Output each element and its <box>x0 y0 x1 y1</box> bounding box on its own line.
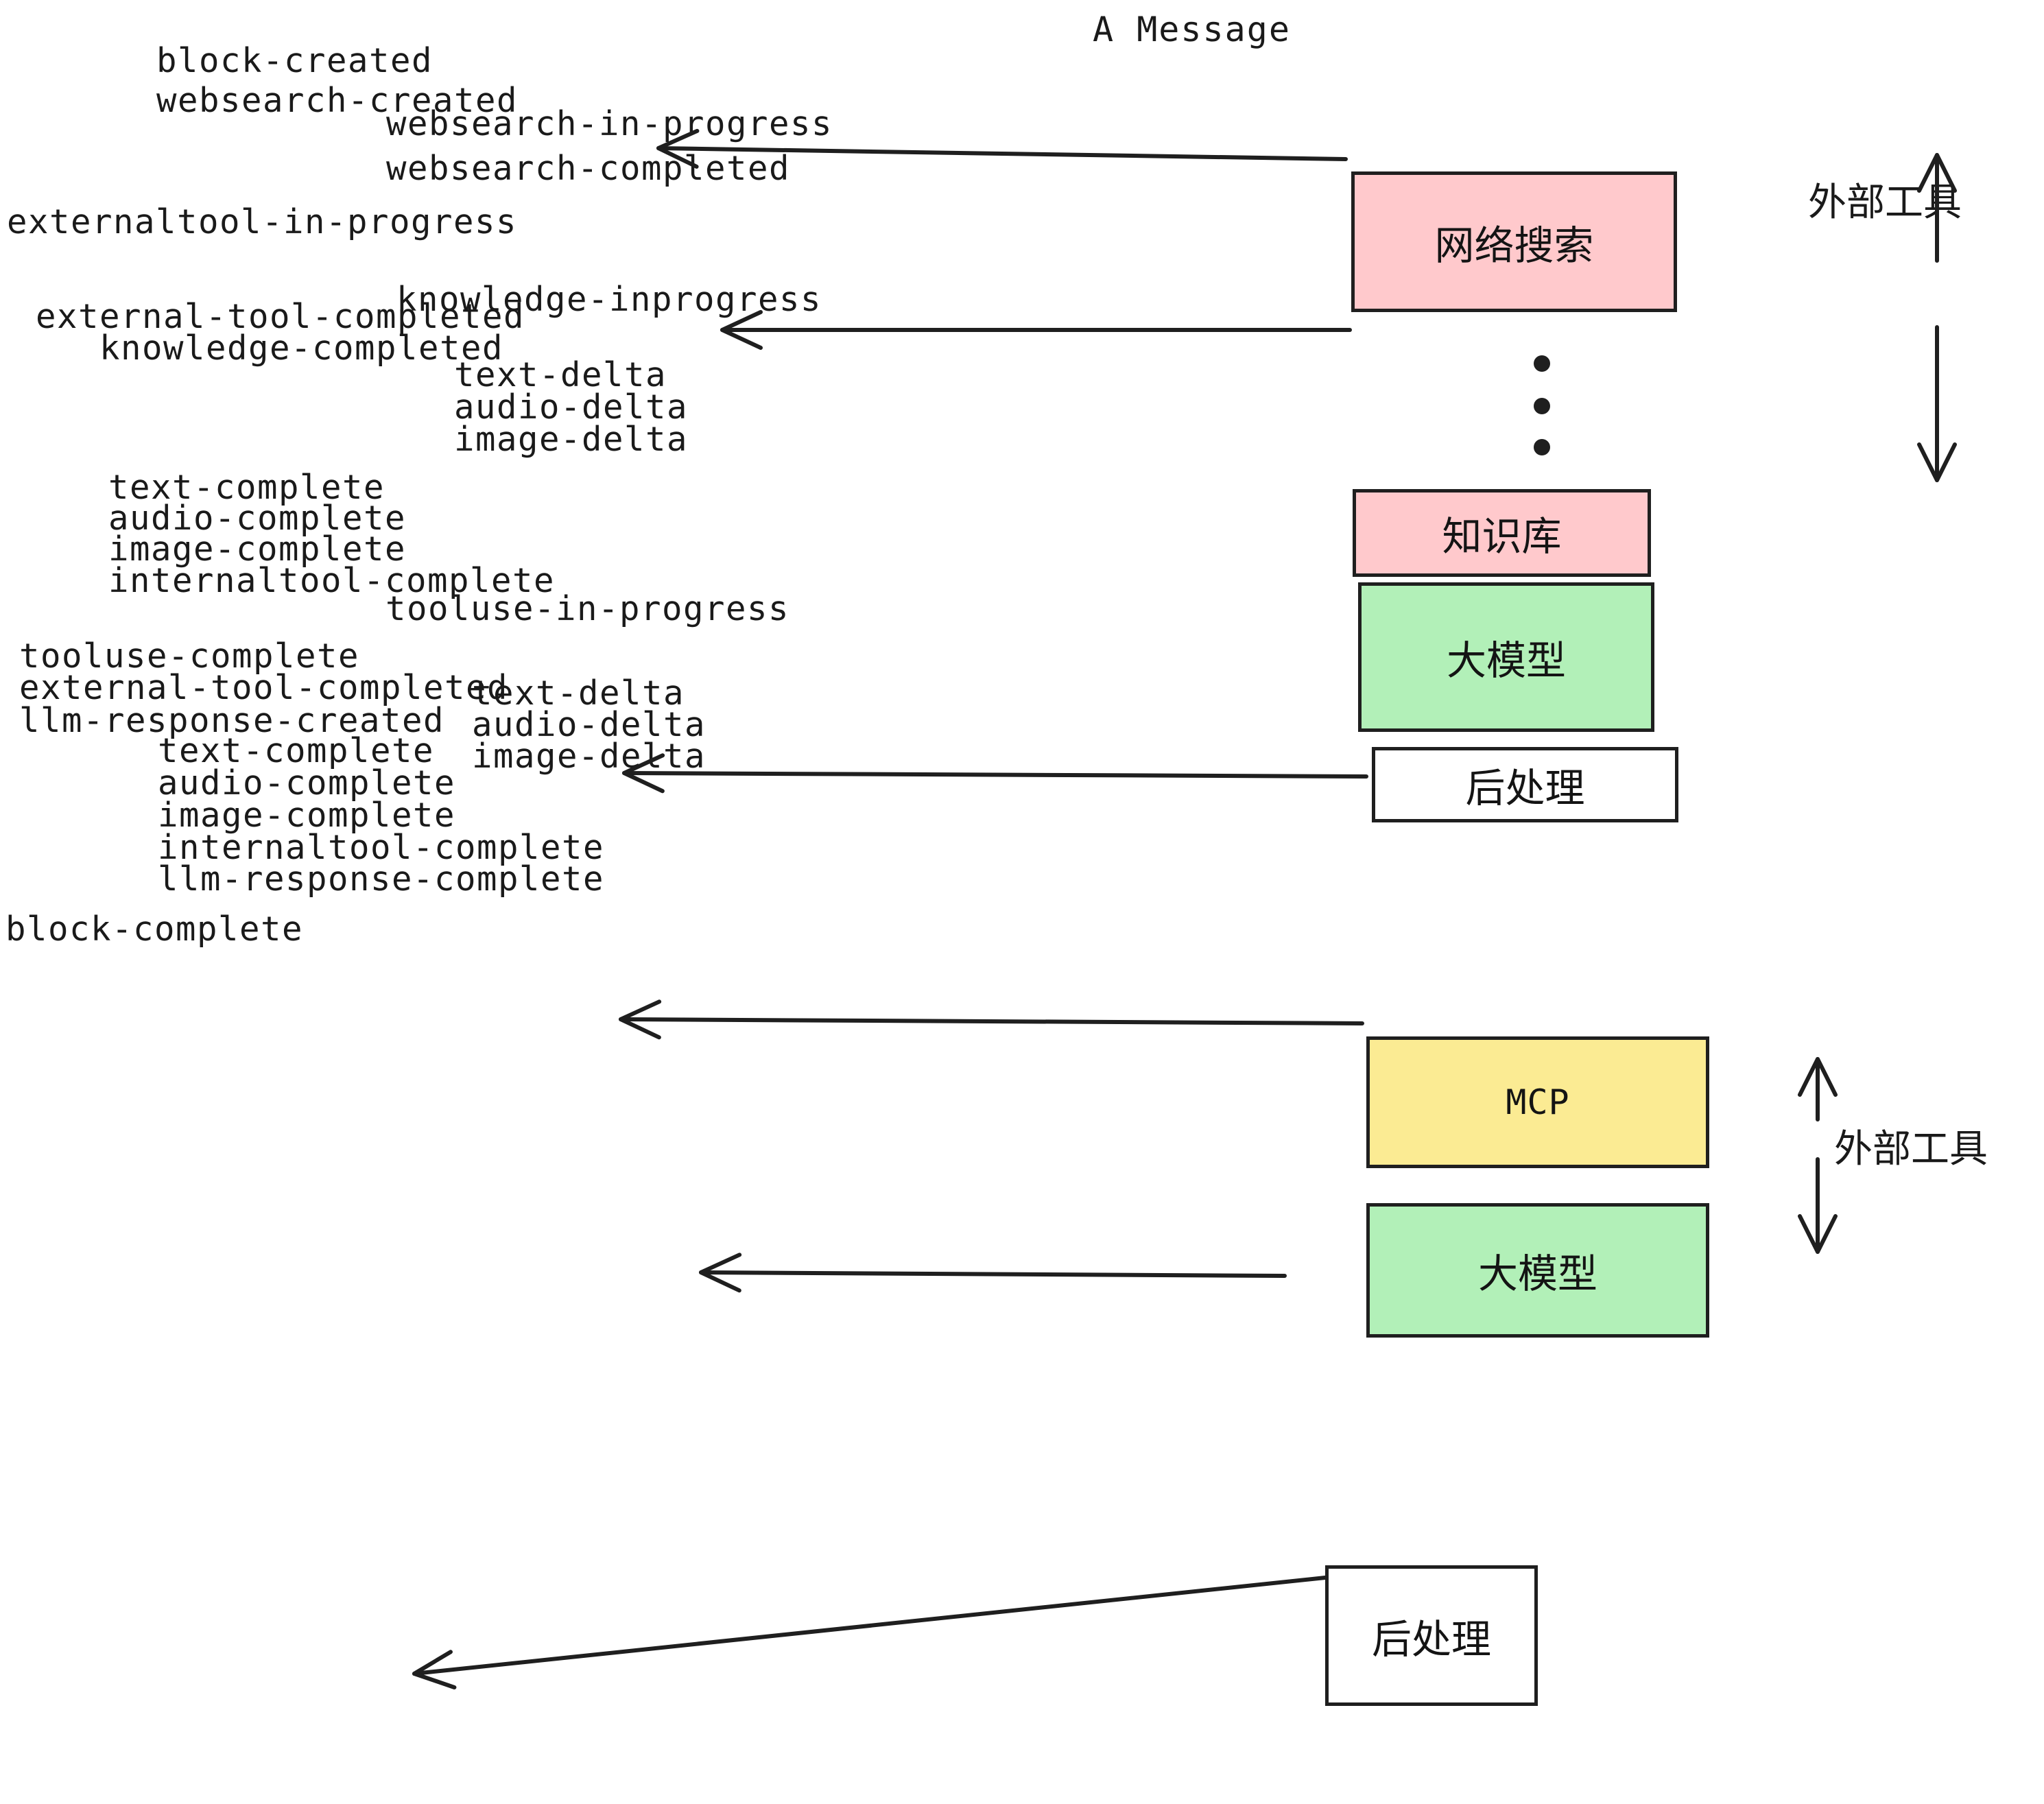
node-box-mcp[interactable]: MCP <box>1366 1036 1709 1168</box>
external-tool-arrow-down-2-head <box>1798 1214 1838 1254</box>
node-label-websearch: 网络搜索 <box>1434 222 1594 269</box>
arrow-mcp-to-tooluse-complete-line <box>619 1017 1364 1025</box>
event-label-knowledge-completed: knowledge-completed <box>99 329 504 368</box>
arrow-llm2-to-audio-complete-head <box>699 1253 742 1293</box>
arrow-postprocess-to-image-complete-line <box>622 771 1368 779</box>
event-label-audio-complete-2: audio-complete <box>158 763 456 803</box>
event-label-audio-delta-1: audio-delta <box>454 388 689 427</box>
arrow-postprocess2-to-block-complete-line <box>412 1576 1327 1676</box>
event-label-tooluse-in-progress: tooluse-in-progress <box>385 589 790 628</box>
node-box-postprocess-2[interactable]: 后处理 <box>1325 1565 1538 1706</box>
event-label-internaltool-complete-1: internaltool-complete <box>108 561 556 600</box>
event-label-llm-response-complete: llm-response-complete <box>158 859 605 899</box>
event-label-block-created: block-created <box>156 41 433 80</box>
event-label-text-delta-1: text-delta <box>454 355 667 394</box>
side-label-external-tool-lower: 外部工具 <box>1834 1127 1988 1172</box>
node-label-mcp: MCP <box>1506 1082 1570 1122</box>
event-label-image-delta-1: image-delta <box>454 420 689 459</box>
event-label-tooluse-complete: tooluse-complete <box>19 637 360 676</box>
node-label-llm-2: 大模型 <box>1477 1250 1597 1297</box>
external-tool-arrow-down-1-head <box>1917 442 1957 482</box>
node-box-websearch[interactable]: 网络搜索 <box>1351 171 1677 312</box>
event-label-websearch-in-progress: websearch-in-progress <box>386 104 833 143</box>
node-label-llm-1: 大模型 <box>1446 637 1566 684</box>
ellipsis-dot-3 <box>1534 439 1550 455</box>
node-box-llm-1[interactable]: 大模型 <box>1358 582 1654 732</box>
event-label-text-complete-2: text-complete <box>158 731 435 770</box>
event-label-internaltool-complete-2: internaltool-complete <box>158 828 605 867</box>
event-label-externaltool-in-progress: externaltool-in-progress <box>7 202 518 241</box>
event-label-text-complete-1: text-complete <box>108 468 385 507</box>
node-box-llm-2[interactable]: 大模型 <box>1366 1203 1709 1338</box>
node-box-postprocess-1[interactable]: 后处理 <box>1372 747 1678 822</box>
event-label-audio-complete-1: audio-complete <box>108 499 407 538</box>
ellipsis-dot-2 <box>1534 398 1550 414</box>
node-box-knowledge-base[interactable]: 知识库 <box>1353 489 1651 577</box>
event-label-image-delta-2: image-delta <box>472 737 706 776</box>
arrow-mcp-to-tooluse-complete-head <box>619 999 662 1040</box>
side-label-external-tool-upper: 外部工具 <box>1808 180 1962 225</box>
arrow-llm2-to-audio-complete-line <box>699 1270 1287 1278</box>
event-label-image-complete-1: image-complete <box>108 530 407 569</box>
event-label-text-delta-2: text-delta <box>472 674 685 713</box>
event-label-block-complete: block-complete <box>5 910 304 949</box>
node-label-postprocess-2: 后处理 <box>1371 1615 1491 1663</box>
ellipsis-dot-1 <box>1534 355 1550 372</box>
event-label-llm-response-created: llm-response-created <box>19 701 445 740</box>
event-label-external-tool-completed-2: external-tool-completed <box>19 668 509 707</box>
node-label-postprocess-1: 后处理 <box>1465 765 1585 811</box>
external-tool-arrow-up-2-head <box>1798 1057 1838 1097</box>
event-label-websearch-completed: websearch-completed <box>386 149 791 188</box>
page-title: A Message <box>1093 10 1291 49</box>
event-label-external-tool-completed-1: external-tool-completed <box>36 297 525 336</box>
event-label-image-complete-2: image-complete <box>158 796 456 835</box>
arrow-postprocess2-to-block-complete-head <box>412 1650 457 1689</box>
event-label-websearch-created: websearch-created <box>156 81 519 120</box>
node-label-knowledge-base: 知识库 <box>1442 513 1562 560</box>
event-label-audio-delta-2: audio-delta <box>472 705 706 744</box>
